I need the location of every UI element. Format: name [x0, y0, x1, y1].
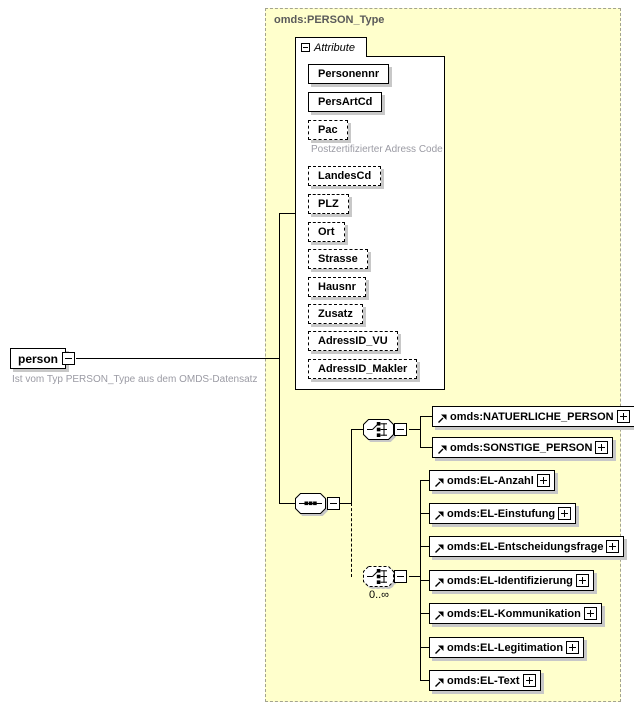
element-person[interactable]: person [10, 348, 67, 369]
connector-to-el-text [420, 680, 430, 681]
expand-toggle[interactable] [522, 674, 536, 687]
root-element-caption: Ist vom Typ PERSON_Type aus dem OMDS-Dat… [12, 374, 258, 385]
connector-choice2-out [409, 576, 421, 577]
element-el-kommunikation[interactable]: omds:EL-Kommunikation [429, 603, 602, 624]
expand-toggle[interactable] [595, 441, 609, 454]
attribute-pac[interactable]: Pac [308, 120, 348, 140]
element-label: omds:NATUERLICHE_PERSON [450, 410, 614, 423]
attribute-adressid-vu[interactable]: AdressID_VU [308, 331, 398, 351]
connector-to-el-identifizierung [420, 580, 430, 581]
element-reference-icon [437, 444, 447, 455]
collapse-toggle-sequence[interactable] [327, 497, 340, 510]
element-el-identifizierung[interactable]: omds:EL-Identifizierung [429, 570, 594, 591]
attribute-plz[interactable]: PLZ [308, 194, 349, 214]
attribute-ort[interactable]: Ort [308, 222, 345, 242]
collapse-toggle-person[interactable] [62, 352, 75, 365]
connector-to-el-einstufung [420, 513, 430, 514]
choice-compositor-icon[interactable] [362, 418, 395, 441]
element-label: omds:EL-Anzahl [447, 474, 534, 487]
element-reference-icon [437, 413, 447, 424]
element-label: omds:EL-Entscheidungsfrage [447, 540, 604, 553]
element-label: omds:EL-Text [447, 674, 520, 687]
connector-to-el-entscheidungsfrage [420, 546, 430, 547]
element-el-anzahl[interactable]: omds:EL-Anzahl [429, 470, 555, 491]
expand-toggle[interactable] [536, 474, 550, 487]
attribute-persartcd[interactable]: PersArtCd [308, 92, 383, 112]
choice-compositor-optional-icon[interactable] [362, 565, 395, 588]
attribute-label: PLZ [318, 198, 339, 210]
attributes-tab[interactable]: Attribute [295, 37, 367, 57]
element-el-einstufung[interactable]: omds:EL-Einstufung [429, 503, 577, 524]
connector-to-choice1 [351, 429, 363, 430]
attribute-label: Hausnr [318, 281, 356, 293]
element-el-text[interactable]: omds:EL-Text [429, 670, 541, 691]
attribute-adressid-makler[interactable]: AdressID_Makler [308, 359, 418, 379]
element-reference-icon [434, 477, 444, 488]
attribute-zusatz[interactable]: Zusatz [308, 304, 363, 324]
attribute-label: Zusatz [318, 308, 353, 320]
connector-branch-up-solid [351, 429, 352, 504]
element-reference-icon [434, 543, 444, 554]
element-label: omds:SONSTIGE_PERSON [450, 441, 593, 454]
sequence-compositor-icon[interactable] [294, 492, 327, 515]
connector-to-natuerliche [420, 416, 432, 417]
occurrence-label: 0..∞ [368, 589, 390, 601]
element-el-legitimation[interactable]: omds:EL-Legitimation [429, 637, 585, 658]
expand-toggle[interactable] [566, 641, 580, 654]
connector-trunk-vertical [279, 213, 280, 504]
attribute-label: AdressID_Makler [318, 363, 408, 375]
attribute-hausnr[interactable]: Hausnr [308, 277, 366, 297]
attribute-label: Pac [318, 124, 338, 136]
attribute-label: AdressID_VU [318, 335, 388, 347]
connector-to-sequence [279, 503, 295, 504]
collapse-toggle-choice1[interactable] [394, 423, 407, 436]
expand-toggle[interactable] [558, 507, 572, 520]
element-label: omds:EL-Legitimation [447, 641, 564, 654]
connector-sequence-out [340, 503, 352, 504]
attribute-label: Strasse [318, 253, 358, 265]
attribute-personennr[interactable]: Personennr [308, 64, 390, 84]
attribute-label: Personennr [318, 68, 380, 80]
connector-choice1-branch [420, 416, 421, 448]
attribute-landescd[interactable]: LandesCd [308, 166, 382, 186]
element-sonstige-person[interactable]: omds:SONSTIGE_PERSON [432, 437, 614, 458]
element-natuerliche-person[interactable]: omds:NATUERLICHE_PERSON [432, 406, 634, 427]
attribute-label: PersArtCd [318, 96, 373, 108]
element-person-label: person [18, 351, 59, 366]
element-label: omds:EL-Einstufung [447, 507, 556, 520]
connector-to-el-anzahl [420, 480, 430, 481]
connector-root-to-type [76, 358, 279, 359]
element-label: omds:EL-Identifizierung [447, 574, 573, 587]
attribute-label: Ort [318, 226, 335, 238]
element-reference-icon [434, 610, 444, 621]
element-reference-icon [434, 510, 444, 521]
element-reference-icon [434, 677, 444, 688]
attribute-pac-caption: Postzertifizierter Adress Code [311, 144, 443, 155]
element-reference-icon [434, 644, 444, 655]
complex-type-label: omds:PERSON_Type [274, 14, 385, 26]
expand-toggle[interactable] [583, 607, 597, 620]
collapse-toggle-choice2[interactable] [394, 570, 407, 583]
attributes-tab-label: Attribute [314, 41, 355, 54]
expand-toggle[interactable] [575, 574, 589, 587]
expand-toggle[interactable] [616, 410, 630, 423]
connector-to-attributes [279, 213, 296, 214]
connector-branch-down-dashed [351, 503, 352, 577]
element-el-entscheidungsfrage[interactable]: omds:EL-Entscheidungsfrage [429, 536, 625, 557]
collapse-toggle-attributes[interactable] [301, 43, 310, 52]
connector-to-el-kommunikation [420, 613, 430, 614]
attribute-strasse[interactable]: Strasse [308, 249, 368, 269]
connector-choice1-out [409, 429, 421, 430]
attribute-label: LandesCd [318, 170, 372, 182]
connector-to-el-legitimation [420, 647, 430, 648]
element-reference-icon [434, 577, 444, 588]
connector-to-sonstige [420, 447, 432, 448]
element-label: omds:EL-Kommunikation [447, 607, 581, 620]
expand-toggle[interactable] [606, 540, 620, 553]
